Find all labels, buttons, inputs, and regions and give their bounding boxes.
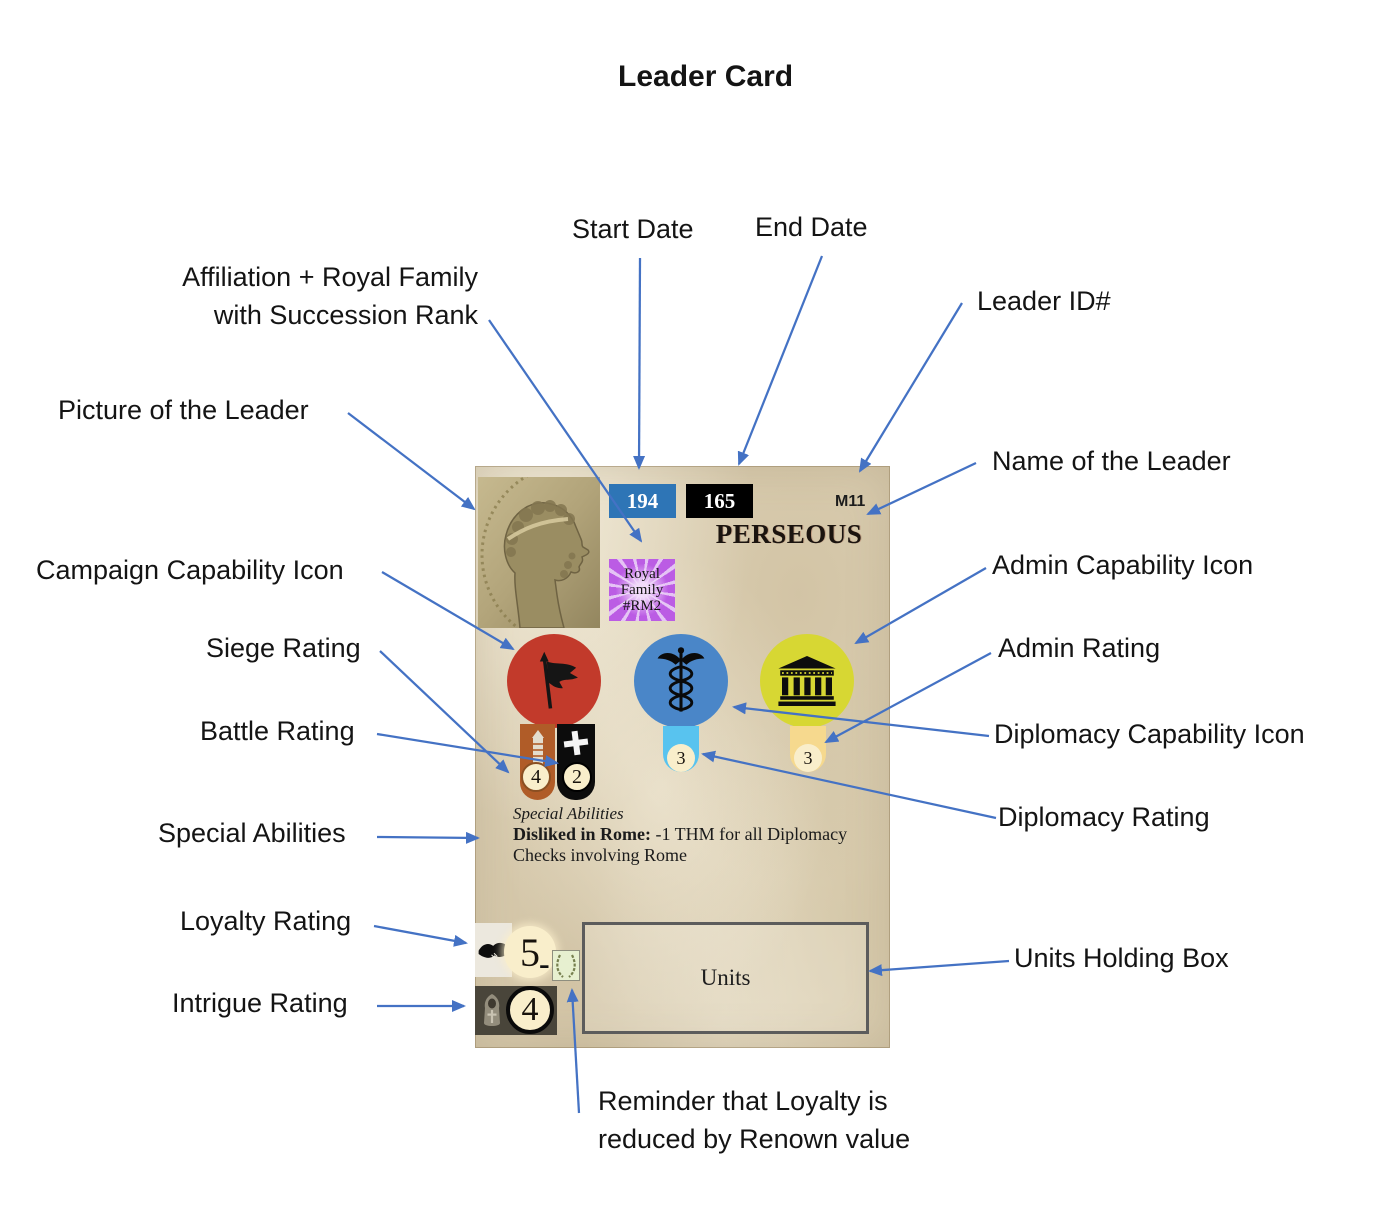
special-abilities-block: Special Abilities Disliked in Rome: -1 T… — [513, 803, 847, 866]
label-reminder-line2: reduced by Renown value — [598, 1124, 911, 1154]
temple-icon — [778, 656, 836, 706]
campaign-capability-icon — [507, 634, 601, 728]
label-intrigue-rating: Intrigue Rating — [172, 988, 348, 1018]
label-units-box: Units Holding Box — [1014, 943, 1229, 973]
loyalty-rating-badge: 5 — [504, 926, 556, 978]
units-box-label: Units — [700, 965, 751, 990]
label-leader-name: Name of the Leader — [992, 446, 1231, 476]
arrow-leader-id — [858, 302, 963, 473]
diplomacy-capability-icon — [634, 634, 728, 728]
label-special-abilities: Special Abilities — [158, 818, 346, 848]
intrigue-rating-badge: 4 — [506, 986, 554, 1034]
handshake-icon — [478, 942, 509, 959]
label-affiliation: Affiliation + Royal Family with Successio… — [130, 258, 478, 334]
page-title: Leader Card — [618, 60, 794, 93]
battle-rating-badge: 2 — [562, 762, 592, 792]
leader-name-value: PERSEOUS — [715, 519, 863, 549]
leader-portrait-image — [478, 461, 668, 649]
caduceus-icon — [657, 647, 705, 712]
renown-reminder-box — [552, 950, 580, 981]
diplomacy-rating-badge: 3 — [667, 744, 695, 772]
ability-text-line2: Checks involving Rome — [513, 845, 687, 865]
ability-name: Disliked in Rome: — [513, 824, 652, 844]
admin-capability-icon — [760, 634, 854, 728]
leader-card: 194 165 M11 PERSEOUS Royal Family #RM2 — [475, 461, 890, 1048]
siege-rating-badge: 4 — [521, 762, 551, 792]
laurel-wreath-icon — [556, 954, 576, 978]
arrow-special-abilities — [376, 831, 480, 844]
label-affiliation-line1: Affiliation + Royal Family — [182, 262, 478, 292]
arrow-picture — [347, 412, 476, 511]
label-campaign-icon: Campaign Capability Icon — [36, 555, 344, 585]
coin-portrait — [478, 461, 668, 649]
leader-id-value: M11 — [835, 493, 866, 510]
admin-rating-badge: 3 — [794, 744, 822, 772]
special-abilities-heading: Special Abilities — [513, 804, 624, 823]
crossed-weapons-icon — [563, 730, 589, 756]
affiliation-line2: Family — [620, 582, 664, 598]
hooded-figure-icon — [484, 993, 500, 1026]
label-siege-rating: Siege Rating — [206, 633, 361, 663]
label-diplomacy-icon: Diplomacy Capability Icon — [994, 719, 1305, 749]
affiliation-box: Royal Family #RM2 — [609, 559, 675, 621]
label-admin-rating: Admin Rating — [998, 633, 1161, 663]
loyalty-minus-mark: - — [539, 945, 550, 981]
start-date-box: 194 — [609, 484, 676, 518]
arrow-loyalty-rating — [373, 924, 468, 947]
ability-text: -1 THM for all Diplomacy — [651, 824, 848, 844]
label-admin-icon: Admin Capability Icon — [992, 550, 1254, 580]
affiliation-line1: Royal — [624, 566, 660, 582]
label-diplomacy-rating: Diplomacy Rating — [998, 802, 1210, 832]
label-start-date: Start Date — [572, 214, 694, 244]
arrow-start-date — [633, 257, 646, 470]
flag-icon — [539, 651, 578, 709]
label-battle-rating: Battle Rating — [200, 716, 355, 746]
label-picture: Picture of the Leader — [58, 395, 309, 425]
affiliation-line3: #RM2 — [622, 598, 662, 614]
label-loyalty-rating: Loyalty Rating — [180, 906, 352, 936]
arrow-end-date — [737, 255, 824, 466]
label-end-date: End Date — [755, 212, 868, 242]
label-loyalty-reminder: Reminder that Loyalty is reduced by Renow… — [598, 1082, 978, 1158]
label-reminder-line1: Reminder that Loyalty is — [598, 1086, 888, 1116]
arrow-units-box — [868, 959, 1010, 977]
end-date-box: 165 — [686, 484, 753, 518]
label-affiliation-line2: with Succession Rank — [213, 300, 478, 330]
label-leader-id: Leader ID# — [977, 286, 1111, 316]
units-holding-box: Units — [582, 922, 869, 1034]
